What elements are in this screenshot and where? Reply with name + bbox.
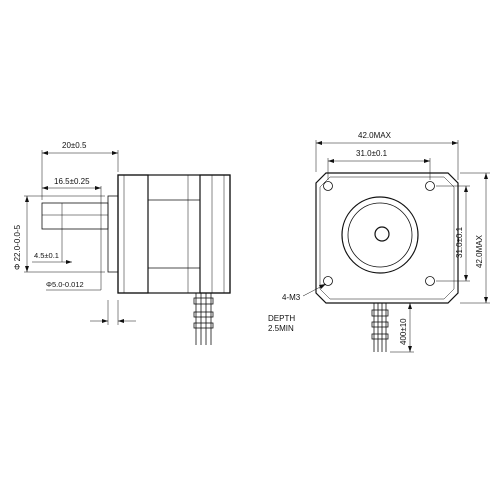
dim-step: 4.5±0.1	[34, 251, 59, 260]
mount-hole-top-left	[323, 181, 333, 191]
depth-value: 2.5MIN	[268, 324, 294, 333]
front-flange-outline	[315, 172, 459, 304]
dim-shaft-flat: 16.5±0.25	[54, 177, 90, 186]
hole-callout: 4-M3	[282, 293, 301, 302]
side-shaft	[41, 202, 109, 230]
side-body-outline	[117, 174, 231, 294]
side-boss	[107, 195, 119, 273]
dim-hole-spacing-h: 31.0±0.1	[356, 149, 388, 158]
dim-shaft-diameter: Φ5.0-0.012	[46, 280, 84, 289]
dim-cable-length: 400±10	[399, 318, 408, 345]
dim-body-length: 20±0.5	[62, 141, 87, 150]
dim-boss-diameter: Φ 22.0-0.0-5	[13, 224, 22, 270]
depth-label: DEPTH	[268, 314, 295, 323]
side-view: 20±0.5 16.5±0.25 Φ 22.0-0.0-5 4.5±0.1 Φ5…	[13, 141, 231, 345]
dim-hole-spacing-v: 31.0±0.1	[455, 226, 464, 258]
front-boss-outer	[341, 196, 419, 274]
mount-hole-top-right	[425, 181, 435, 191]
mount-hole-bottom-left	[323, 276, 333, 286]
dim-width: 42.0MAX	[358, 131, 392, 140]
dim-height: 42.0MAX	[475, 234, 484, 268]
front-shaft	[374, 226, 390, 242]
front-view: 42.0MAX 31.0±0.1 31.0±0.1 42.0MAX	[268, 131, 490, 353]
side-rear-cap	[199, 174, 231, 294]
side-front-flange	[117, 174, 149, 294]
front-boss-inner	[347, 202, 413, 268]
mount-hole-bottom-right	[425, 276, 435, 286]
